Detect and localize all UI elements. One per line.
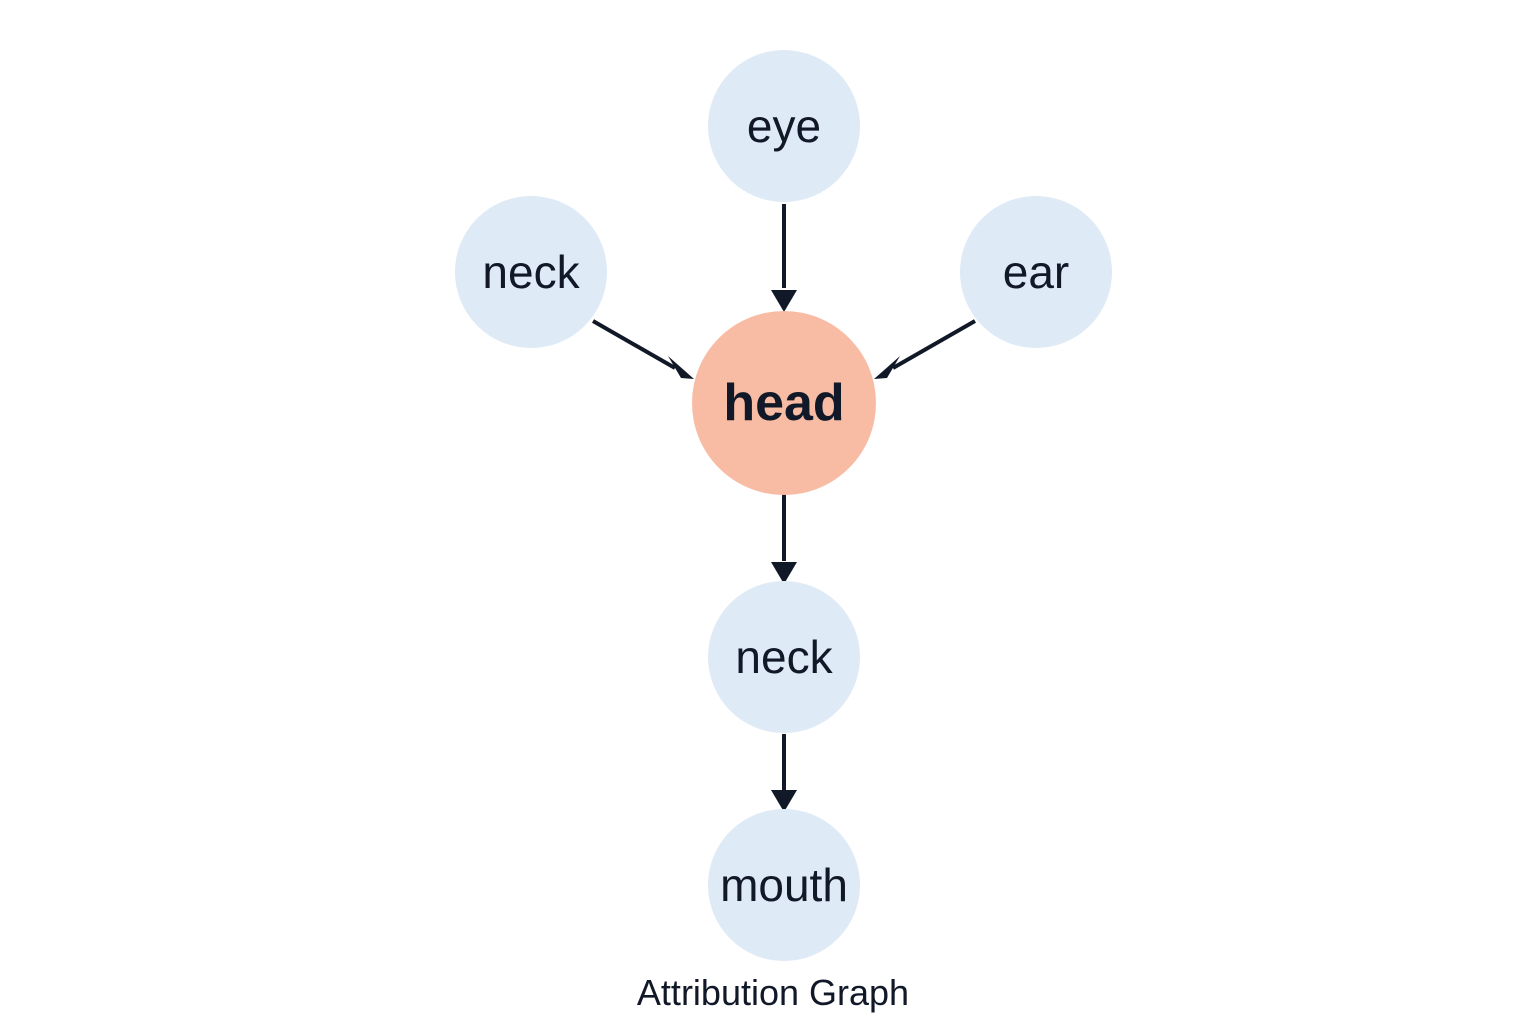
node-head: head bbox=[692, 311, 876, 495]
arrowhead-eye-to-head bbox=[771, 290, 797, 312]
node-circle-highlight bbox=[692, 311, 876, 495]
node-label: head bbox=[723, 374, 844, 432]
arrowhead-neck-to-mouth bbox=[771, 790, 797, 812]
node-label: ear bbox=[1003, 246, 1069, 298]
arrowhead-neck-left-to-head bbox=[668, 356, 694, 379]
diagram-caption: Attribution Graph bbox=[636, 972, 910, 1013]
node-neck-left: neck bbox=[455, 196, 607, 348]
node-circle bbox=[455, 196, 607, 348]
node-eye: eye bbox=[708, 50, 860, 202]
arrowhead-head-to-neck bbox=[771, 562, 797, 584]
node-label: eye bbox=[747, 100, 821, 152]
node-circle bbox=[708, 581, 860, 733]
node-label: neck bbox=[735, 631, 833, 683]
node-neck-below: neck bbox=[708, 581, 860, 733]
arrowhead-ear-to-head bbox=[874, 356, 900, 379]
node-mouth: mouth bbox=[708, 809, 860, 961]
node-circle bbox=[708, 50, 860, 202]
edge-neck-left-to-head bbox=[592, 319, 676, 370]
node-circle bbox=[708, 809, 860, 961]
node-ear: ear bbox=[960, 196, 1112, 348]
node-label: neck bbox=[482, 246, 580, 298]
edge-ear-to-head bbox=[892, 319, 976, 370]
node-circle bbox=[960, 196, 1112, 348]
node-label: mouth bbox=[720, 859, 848, 911]
edges bbox=[592, 204, 976, 812]
